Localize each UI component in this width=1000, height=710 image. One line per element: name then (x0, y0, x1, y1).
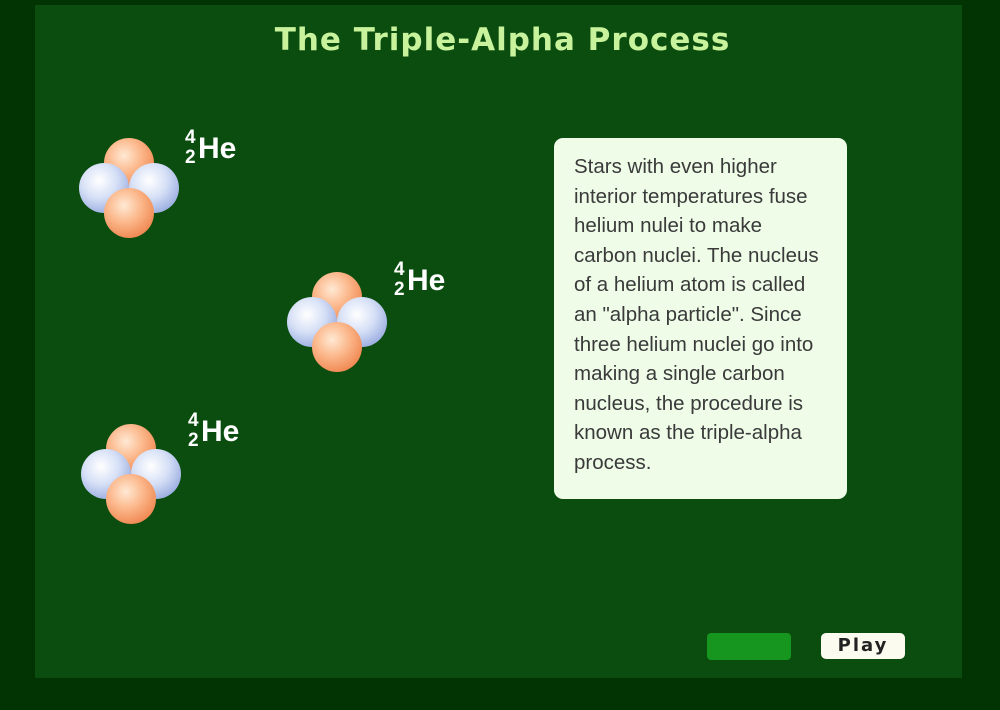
atomic-number: 2 (188, 430, 199, 451)
proton (106, 474, 156, 524)
animation-stage: The Triple-Alpha Process 4 2 He 4 2 He 4… (35, 5, 962, 678)
progress-bar (707, 633, 791, 660)
helium-nucleus-3 (81, 424, 191, 534)
helium-nucleus-2 (287, 272, 397, 382)
element-symbol: He (201, 415, 240, 448)
mass-number: 4 (394, 259, 405, 280)
atomic-number: 2 (394, 279, 405, 300)
proton (312, 322, 362, 372)
helium-nucleus-1 (79, 138, 189, 248)
page-title: The Triple-Alpha Process (274, 22, 731, 58)
description-box: Stars with even higher interior temperat… (554, 138, 847, 499)
element-symbol: He (198, 132, 237, 165)
proton (104, 188, 154, 238)
mass-number: 4 (185, 127, 196, 148)
play-button[interactable]: Play (821, 633, 905, 659)
mass-number: 4 (188, 410, 199, 431)
atomic-number: 2 (185, 147, 196, 168)
element-symbol: He (407, 264, 446, 297)
